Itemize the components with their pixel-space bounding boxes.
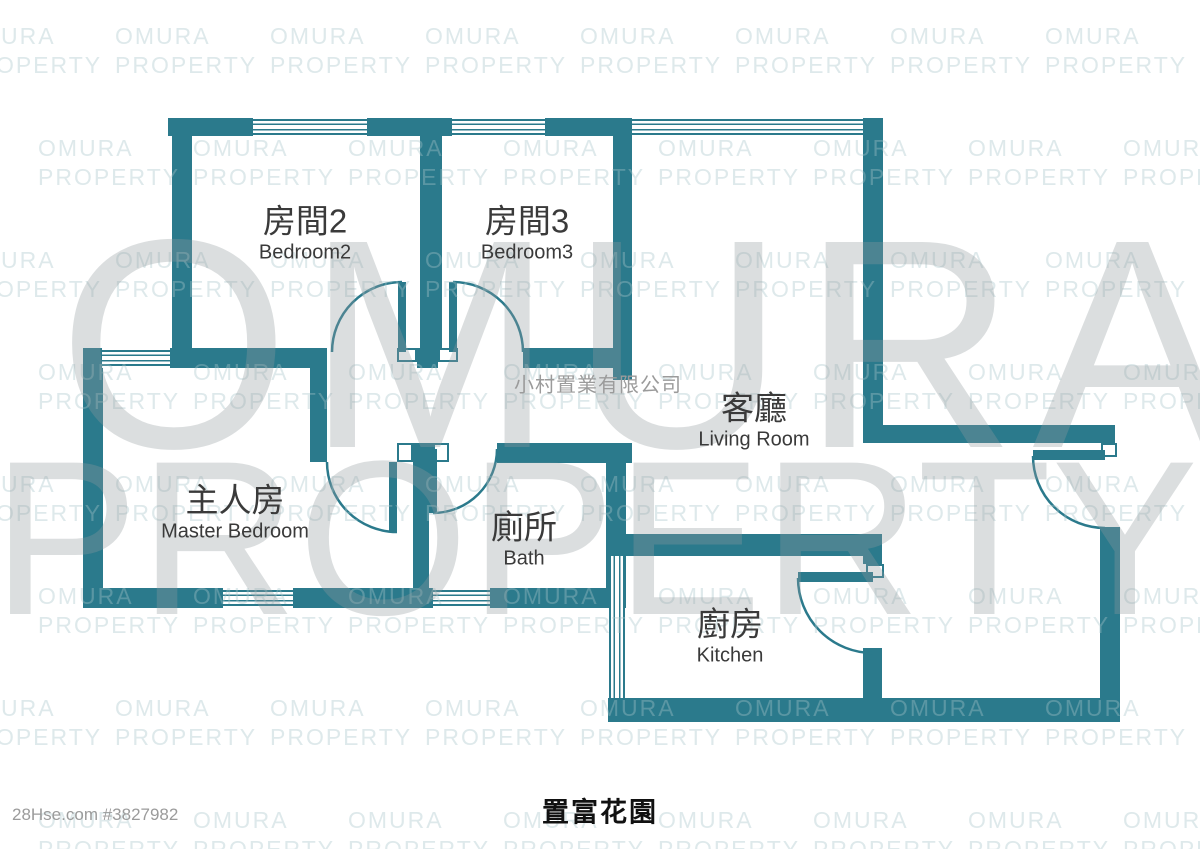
room-label-kitchen: 廚房 Kitchen xyxy=(696,605,764,669)
room-name-en: Bedroom2 xyxy=(258,241,352,264)
wall-segment xyxy=(863,425,1115,443)
wall-segment xyxy=(523,348,613,368)
wall-segment xyxy=(1100,527,1120,722)
company-watermark: 小村置業有限公司 xyxy=(514,374,682,397)
wall-segment xyxy=(626,534,863,556)
door-arc xyxy=(452,280,525,353)
wall-segment xyxy=(413,443,433,462)
room-name-en: Bedroom3 xyxy=(480,241,574,264)
room-label-bedroom2: 房間2 Bedroom2 xyxy=(258,202,352,266)
door-frame xyxy=(397,443,413,462)
wall-segment xyxy=(293,588,433,608)
wall-segment xyxy=(168,118,253,136)
wall-segment xyxy=(417,348,438,368)
room-name-en: Kitchen xyxy=(696,644,764,667)
wall-segment xyxy=(170,348,327,368)
wall-segment xyxy=(310,368,327,462)
room-label-living-room: 客廳 Living Room xyxy=(698,389,810,453)
wall-segment xyxy=(413,462,429,588)
room-name-zh: 房間2 xyxy=(262,202,348,240)
window-marker xyxy=(223,590,293,606)
room-label-bath: 廁所 Bath xyxy=(491,508,557,572)
room-name-zh: 廁所 xyxy=(491,508,557,546)
wall-segment xyxy=(613,136,632,380)
door-leaf xyxy=(398,282,406,352)
window-marker xyxy=(433,590,490,606)
room-name-en: Living Room xyxy=(698,428,810,451)
wall-segment xyxy=(863,534,882,564)
wall-segment xyxy=(863,118,883,443)
window-marker xyxy=(102,350,170,366)
room-label-master-bedroom: 主人房 Master Bedroom xyxy=(161,481,309,545)
door-leaf xyxy=(1033,450,1105,460)
wall-segment xyxy=(545,118,632,136)
door-leaf xyxy=(798,572,873,582)
wall-segment xyxy=(490,588,616,608)
room-label-bedroom3: 房間3 Bedroom3 xyxy=(480,202,574,266)
wall-segment xyxy=(420,118,442,348)
window-marker xyxy=(632,119,863,135)
room-name-en: Bath xyxy=(503,547,545,570)
door-arc xyxy=(330,280,403,353)
door-arc xyxy=(325,461,398,534)
wall-segment xyxy=(497,443,632,463)
room-name-en: Master Bedroom xyxy=(161,520,309,543)
door-leaf xyxy=(449,282,457,352)
door-arc xyxy=(796,577,874,655)
door-arc xyxy=(432,448,499,515)
room-name-zh: 客廳 xyxy=(720,389,787,427)
room-name-zh: 房間3 xyxy=(484,202,570,240)
window-marker xyxy=(253,119,367,135)
door-leaf xyxy=(429,449,437,513)
estate-title: 置富花園 xyxy=(542,797,658,828)
wall-segment xyxy=(608,698,1120,722)
room-name-zh: 廚房 xyxy=(697,605,763,643)
listing-reference: 28Hse.com #3827982 xyxy=(12,805,179,824)
wall-segment xyxy=(83,348,102,368)
wall-segment xyxy=(863,648,882,702)
door-arc xyxy=(1031,455,1106,530)
door-leaf xyxy=(389,462,397,532)
wall-segment xyxy=(83,588,223,608)
window-marker xyxy=(452,119,545,135)
wall-segment xyxy=(172,136,192,368)
room-name-zh: 主人房 xyxy=(185,481,285,519)
wall-segment xyxy=(83,368,103,605)
window-marker xyxy=(609,556,625,698)
